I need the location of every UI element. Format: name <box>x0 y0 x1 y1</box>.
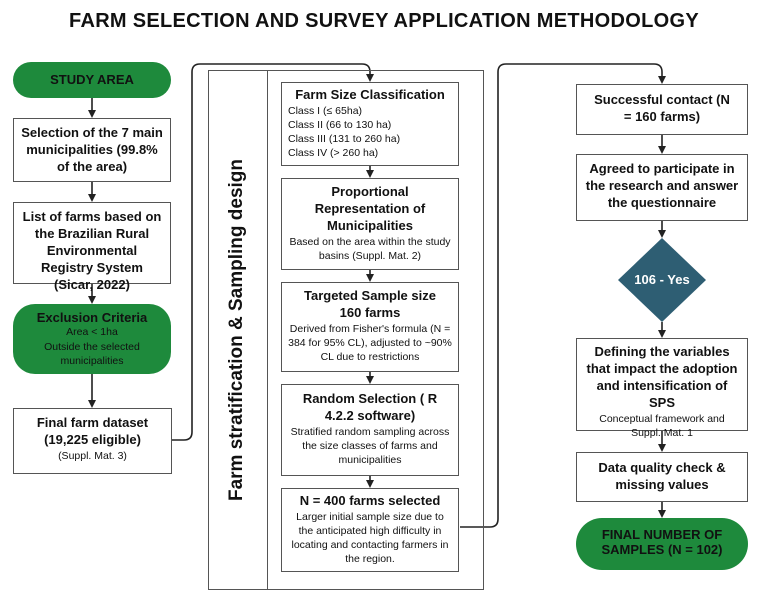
sampling-label-panel <box>208 70 268 590</box>
diagram-title: FARM SELECTION AND SURVEY APPLICATION ME… <box>69 10 699 32</box>
decision-label: 106 - Yes <box>634 272 690 287</box>
quality-check-box: Data quality check & missing values <box>576 452 748 502</box>
farms-selected-box: N = 400 farms selected Larger initial sa… <box>281 488 459 572</box>
contact-text: Successful contact (N = 160 farms) <box>594 92 730 124</box>
random-selection-box: Random Selection ( R 4.2.2 software) Str… <box>281 384 459 476</box>
selected-title: N = 400 farms selected <box>299 493 441 508</box>
exclusion-criteria-pill: Exclusion Criteria Area < 1ha Outside th… <box>13 304 171 374</box>
variables-box: Defining the variables that impact the a… <box>576 338 748 439</box>
final-dataset-note: (Suppl. Mat. 3) <box>58 449 127 462</box>
size-class-item: Class I (≤ 65ha) <box>288 104 363 117</box>
exclusion-title: Exclusion Criteria <box>36 310 148 325</box>
exclusion-line: Area < 1ha <box>66 326 118 338</box>
size-class-item: Class II (66 to 130 ha) <box>288 119 392 132</box>
agreed-box: Agreed to participate in the research an… <box>576 154 748 221</box>
size-class-box: Farm Size Classification Class I (≤ 65ha… <box>281 82 459 166</box>
proportional-title: Proportional Representation of Municipal… <box>314 184 426 233</box>
final-dataset-title: Final farm dataset (19,225 eligible) <box>36 415 149 447</box>
quality-text: Data quality check & missing values <box>598 460 726 492</box>
target-note: Derived from Fisher's formula (N = 384 f… <box>288 322 452 364</box>
target-sample-box: Targeted Sample size 160 farms Derived f… <box>281 282 459 372</box>
study-area-pill: STUDY AREA <box>13 62 171 98</box>
variables-note: Conceptual framework and Suppl. Mat. 1 <box>599 412 725 439</box>
municipalities-text: Selection of the 7 main municipalities (… <box>21 125 163 174</box>
final-text: FINAL NUMBER OF SAMPLES (N = 102) <box>601 527 723 557</box>
variables-title: Defining the variables that impact the a… <box>586 344 738 410</box>
sampling-design-label: Farm stratification & Sampling design <box>226 158 247 502</box>
size-class-item: Class III (131 to 260 ha) <box>288 133 401 146</box>
random-title: Random Selection ( R 4.2.2 software) <box>302 391 438 423</box>
farm-list-box: List of farms based on the Brazilian Rur… <box>13 202 171 292</box>
target-title: Targeted Sample size 160 farms <box>304 288 436 320</box>
exclusion-line: Outside the selected municipalities <box>44 340 140 368</box>
proportional-box: Proportional Representation of Municipal… <box>281 178 459 270</box>
random-note: Stratified random sampling across the si… <box>290 425 450 467</box>
size-class-title: Farm Size Classification <box>295 87 445 102</box>
final-dataset-box: Final farm dataset (19,225 eligible) (Su… <box>13 408 172 474</box>
decision-diamond <box>618 238 706 322</box>
agreed-text: Agreed to participate in the research an… <box>585 161 739 210</box>
size-class-item: Class IV (> 260 ha) <box>288 147 379 160</box>
proportional-note: Based on the area within the study basin… <box>289 235 451 262</box>
final-samples-pill: FINAL NUMBER OF SAMPLES (N = 102) <box>576 518 748 570</box>
selected-note: Larger initial sample size due to the an… <box>291 510 449 566</box>
successful-contact-box: Successful contact (N = 160 farms) <box>576 84 748 135</box>
farm-list-text: List of farms based on the Brazilian Rur… <box>22 209 162 292</box>
municipalities-box: Selection of the 7 main municipalities (… <box>13 118 171 182</box>
study-area-label: STUDY AREA <box>50 72 134 87</box>
